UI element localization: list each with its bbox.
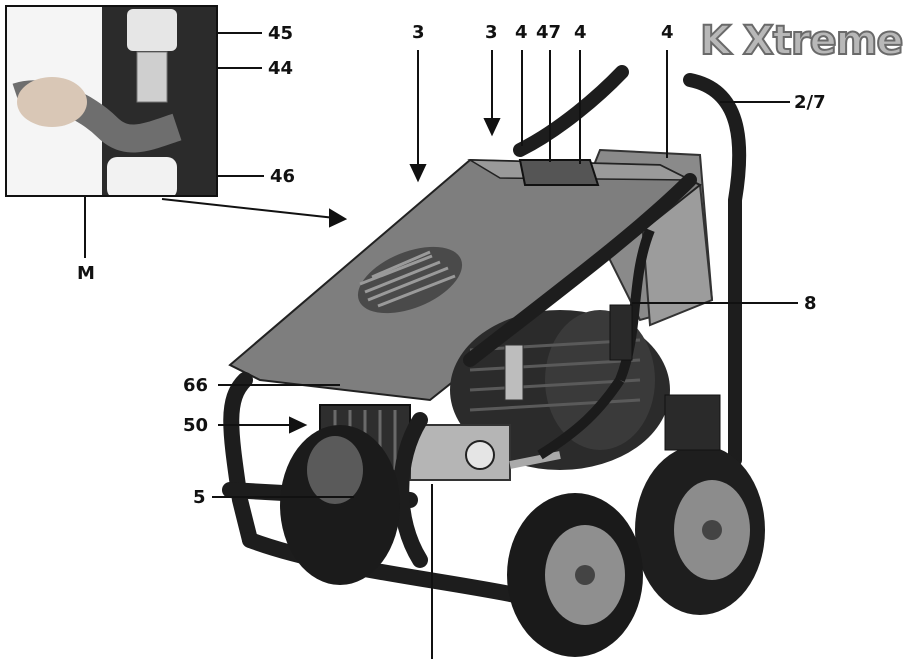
callout-47: 47 bbox=[536, 22, 562, 43]
callout-m: M bbox=[77, 263, 95, 284]
callout-2-7: 2/7 bbox=[794, 92, 826, 113]
brand-title: K Xtreme bbox=[699, 17, 905, 65]
callout-3-right: 3 bbox=[485, 22, 498, 43]
callout-44: 44 bbox=[268, 58, 294, 79]
callout-4-b: 4 bbox=[574, 22, 587, 43]
callout-5: 5 bbox=[193, 487, 206, 508]
callout-45: 45 bbox=[268, 23, 294, 44]
plug-inset-photo bbox=[5, 5, 218, 197]
callout-3-left: 3 bbox=[412, 22, 425, 43]
callout-8: 8 bbox=[804, 293, 817, 314]
plug-inset-illustration bbox=[7, 7, 216, 195]
callout-66: 66 bbox=[183, 375, 209, 396]
callout-50: 50 bbox=[183, 415, 209, 436]
callout-4-a: 4 bbox=[515, 22, 528, 43]
callout-46: 46 bbox=[270, 166, 296, 187]
callout-4-c: 4 bbox=[661, 22, 674, 43]
